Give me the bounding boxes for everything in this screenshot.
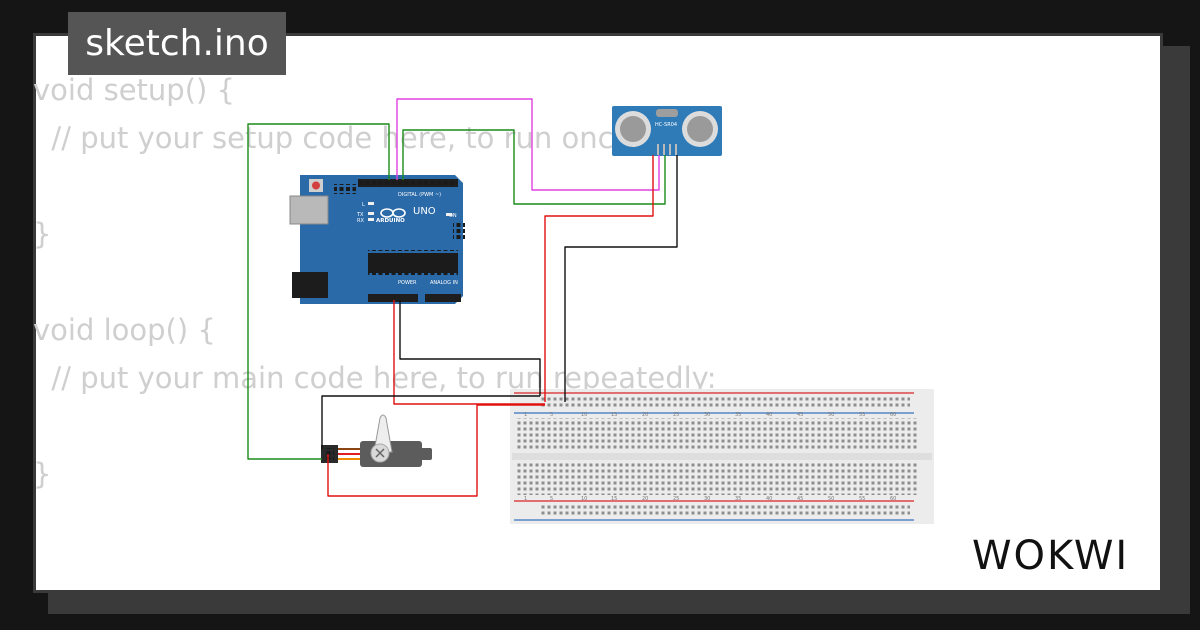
ultrasonic-sensor[interactable]: HC-SR04 (612, 106, 722, 156)
uno-label: UNO (413, 206, 436, 217)
wire-red-5v[interactable] (393, 300, 545, 405)
usb-port (289, 195, 329, 225)
wires (247, 98, 678, 497)
breadboard-rail-blue-bottom (514, 519, 914, 521)
column-number: 40 (766, 496, 772, 502)
power-rail-holes-top (540, 396, 910, 408)
sensor-model-label: HC-SR04 (655, 122, 677, 128)
wokwi-logo: WOKWI (972, 533, 1129, 579)
column-number: 55 (859, 412, 865, 418)
file-tab[interactable]: sketch.ino (68, 12, 286, 75)
chip-pins-bottom (368, 273, 458, 276)
column-number: 40 (766, 412, 772, 418)
column-number: 5 (550, 496, 553, 502)
column-number: 25 (673, 496, 679, 502)
column-number: 10 (581, 412, 587, 418)
power-rail-holes-bottom (540, 505, 910, 517)
wire-green-servo-signal[interactable] (247, 123, 390, 460)
digital-label: DIGITAL (PWM ~) (398, 192, 441, 198)
column-number: 30 (704, 496, 710, 502)
breadboard-rail-blue-top (514, 412, 914, 414)
column-number: 50 (828, 412, 834, 418)
column-number: 15 (611, 412, 617, 418)
column-number: 25 (673, 412, 679, 418)
servo-connector-pins (324, 448, 334, 460)
receiver-mesh (687, 116, 713, 142)
column-number: 45 (797, 496, 803, 502)
code-line: } (33, 457, 52, 491)
terminal-holes-top (516, 418, 918, 451)
sensor-pins (657, 144, 677, 155)
column-number: 1 (524, 412, 527, 418)
wokwi-logo-text: WOKWI (972, 533, 1129, 579)
code-line: // put your setup code here, to run once… (33, 121, 642, 155)
breadboard-center-channel (512, 453, 932, 460)
wire-black-servo-gnd[interactable] (321, 395, 540, 449)
chip-pins-top (368, 250, 458, 253)
wire-red-servo-vcc[interactable] (327, 404, 545, 497)
column-number: 35 (735, 496, 741, 502)
column-number: 60 (890, 412, 896, 418)
transmitter-mesh (620, 116, 646, 142)
crystal-oscillator (656, 109, 678, 117)
reset-button-cap (312, 181, 320, 190)
servo-horn (373, 414, 393, 453)
servo-screw-icon (375, 448, 385, 458)
l-led-label: L (362, 202, 365, 208)
rx-label: RX (357, 218, 364, 224)
servo-motor[interactable] (321, 414, 432, 467)
code-line: void loop() { (33, 313, 216, 347)
atmega-chip (368, 253, 458, 273)
breadboard-rail-red-top (514, 392, 914, 394)
tx-label: TX (356, 212, 364, 218)
code-line: } (33, 217, 52, 251)
icsp-header (334, 184, 356, 194)
column-number: 20 (642, 412, 648, 418)
wire-magenta-echo[interactable] (396, 98, 660, 191)
wire-red-vcc[interactable] (544, 155, 654, 402)
breadboard[interactable]: 1 5 10 15 20 25 30 35 40 45 50 55 60 1 5… (510, 389, 934, 524)
column-number: 50 (828, 496, 834, 502)
arduino-infinity-logo (380, 208, 406, 218)
code-line: void setup() { (33, 73, 235, 107)
column-number: 1 (524, 496, 527, 502)
power-jack (292, 272, 328, 298)
power-header-label: POWER (398, 280, 417, 286)
breadboard-rail-red-bottom (514, 500, 914, 502)
column-number: 60 (890, 496, 896, 502)
wire-black-gnd[interactable] (564, 155, 678, 402)
column-number: 45 (797, 412, 803, 418)
arduino-brand-label: ARDUINO (376, 218, 405, 224)
terminal-holes-bottom (516, 462, 918, 495)
power-header (368, 294, 418, 302)
column-number: 5 (550, 412, 553, 418)
on-led-label: ON (449, 213, 457, 219)
column-number: 10 (581, 496, 587, 502)
breadboard-column-numbers: 1 5 10 15 20 25 30 35 40 45 50 55 60 1 5… (524, 412, 896, 502)
wire-green-trig[interactable] (402, 129, 666, 205)
column-number: 35 (735, 412, 741, 418)
status-leds (368, 202, 452, 221)
analog-header (425, 294, 461, 302)
column-number: 30 (704, 412, 710, 418)
arduino-uno[interactable]: DIGITAL (PWM ~) L TX RX ON POWER ANALOG … (289, 175, 465, 304)
column-number: 55 (859, 496, 865, 502)
icsp-header-right (453, 222, 465, 240)
wire-black-arduino-gnd[interactable] (399, 300, 541, 396)
column-number: 15 (611, 496, 617, 502)
column-number: 20 (642, 496, 648, 502)
analog-header-label: ANALOG IN (430, 280, 458, 286)
servo-mount-tab (416, 448, 432, 460)
digital-header-pins (359, 180, 457, 186)
